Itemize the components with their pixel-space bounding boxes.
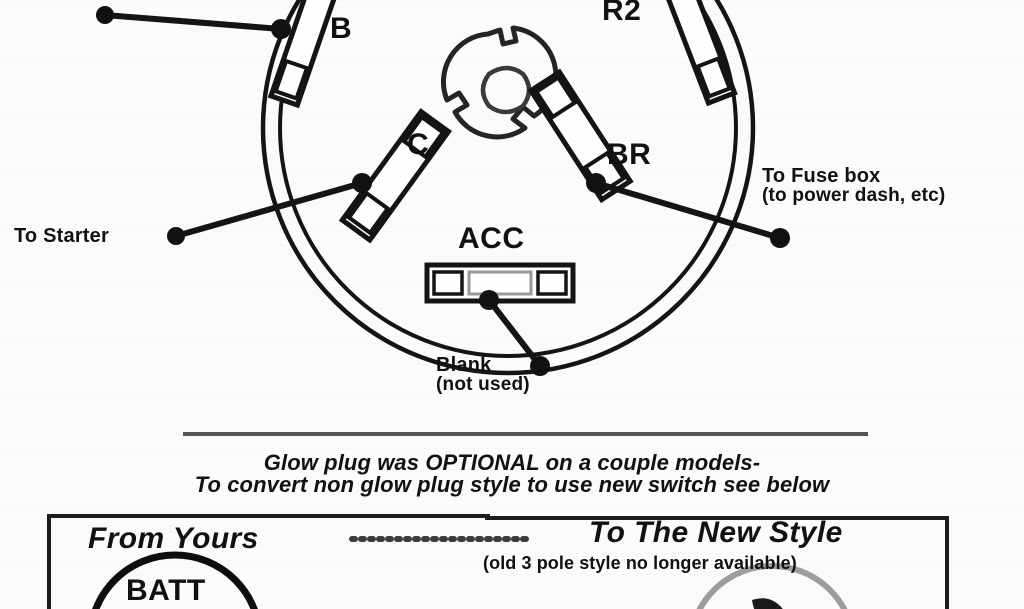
new-style-terminal-circle (696, 563, 848, 609)
switch-body-outline (260, 0, 756, 376)
panel-subtitle-old-3-pole: (old 3 pole style no longer available) (483, 553, 797, 573)
leader-to-starter (167, 173, 372, 245)
terminal-label-r2: R2 (602, 0, 642, 27)
glow-plug-note-line2: To convert non glow plug style to use ne… (194, 472, 830, 498)
terminal-label-acc: ACC (458, 222, 525, 255)
terminal-blade-br (527, 68, 634, 204)
lead-label-blank: Blank (not used) (436, 355, 530, 395)
terminal-blade-acc (424, 262, 576, 304)
panel-title-from-yours: From Yours (88, 522, 259, 555)
lead-label-blank-line2: (not used) (436, 374, 530, 396)
lead-label-blank-line1: Blank (436, 354, 492, 376)
leader-to-fuse-box (586, 173, 790, 248)
leader-to-blank (479, 290, 550, 376)
terminal-blade-c (338, 108, 453, 244)
leader-to-b-terminal (96, 6, 291, 39)
lead-label-to-starter: To Starter (14, 225, 109, 247)
batt-circle-label: BATT (126, 574, 206, 607)
batt-terminal-circle (92, 551, 258, 609)
keyway-icon (440, 25, 559, 140)
terminal-blade-r2 (654, 0, 738, 107)
terminal-label-br: BR (607, 138, 652, 171)
lead-label-to-fuse-box: To Fuse box (to power dash, etc) (762, 166, 945, 206)
panel-new-style-box (485, 516, 949, 609)
lead-label-to-fuse-box-line1: To Fuse box (762, 165, 881, 187)
glow-plug-note-line1: Glow plug was OPTIONAL on a couple model… (263, 450, 761, 475)
terminal-blade-b (267, 0, 347, 109)
glow-plug-note: Glow plug was OPTIONAL on a couple model… (0, 450, 1024, 498)
terminal-label-b: B (330, 12, 353, 45)
panel-from-yours-box (47, 514, 490, 609)
terminal-label-c: C (407, 128, 430, 161)
panel-title-to-the-new-style: To The New Style (589, 516, 843, 549)
lead-label-to-fuse-box-line2: (to power dash, etc) (762, 185, 946, 207)
